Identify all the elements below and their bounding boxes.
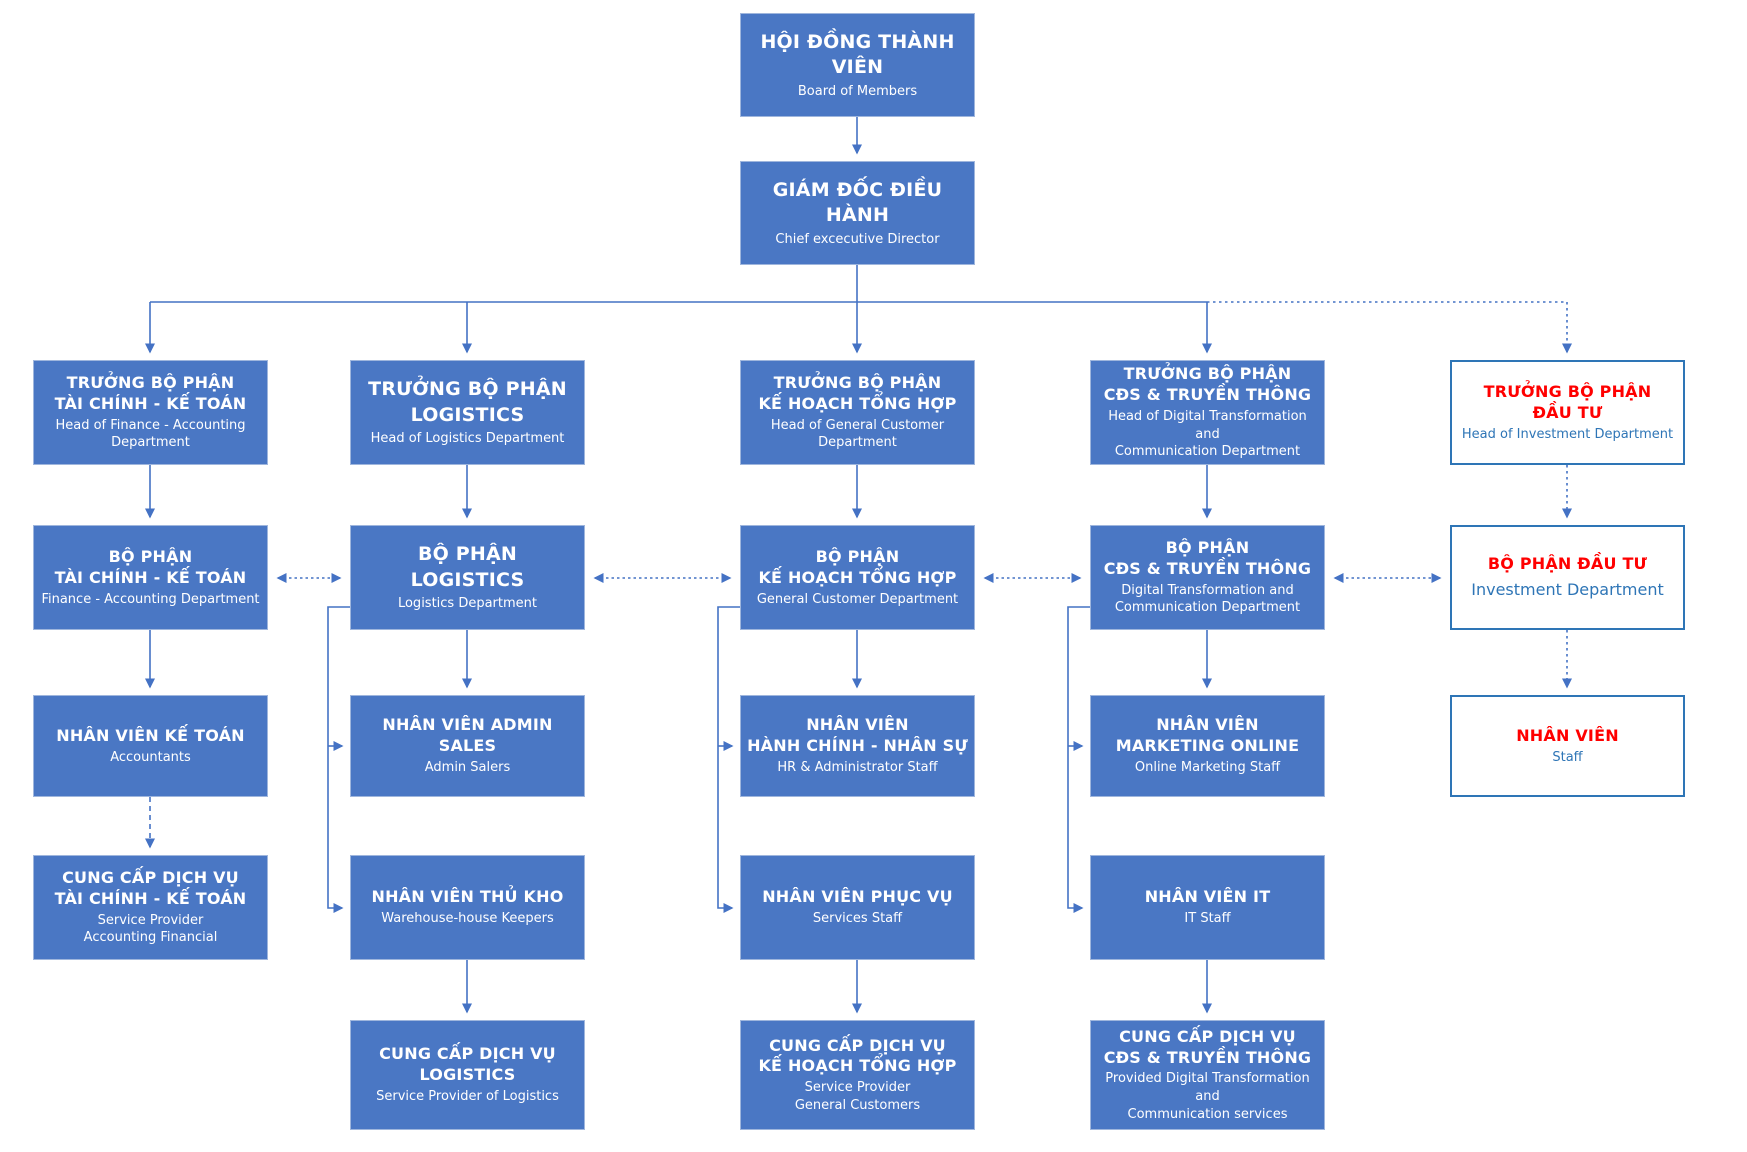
node-title: TRƯỞNG BỘ PHẬN ĐẦU TƯ (1483, 381, 1652, 422)
node-title: NHÂN VIÊN ADMIN SALES (382, 715, 553, 756)
node-subtitle: Board of Members (797, 83, 918, 99)
node-subtitle: Finance - Accounting Department (41, 591, 260, 607)
node-subtitle: Warehouse-house Keepers (381, 911, 554, 927)
node-title: NHÂN VIÊN MARKETING ONLINE (1115, 715, 1300, 756)
node-subtitle: Logistics Department (397, 596, 538, 612)
node-title: NHÂN VIÊN (1516, 725, 1619, 745)
node-title: CUNG CẤP DỊCH VỤ KẾ HOẠCH TỔNG HỢP (758, 1035, 957, 1076)
node-board-of-members: HỘI ĐỒNG THÀNH VIÊN Board of Members (740, 13, 975, 117)
node-title: TRƯỞNG BỘ PHẬN KẾ HOẠCH TỔNG HỢP (758, 373, 957, 413)
node-dept-investment: BỘ PHẬN ĐẦU TƯ Investment Department (1450, 525, 1685, 630)
node-subtitle: Services Staff (812, 911, 903, 927)
node-dept-digital: BỘ PHẬN CĐS & TRUYỀN THÔNG Digital Trans… (1090, 525, 1325, 630)
node-title: NHÂN VIÊN KẾ TOÁN (56, 725, 245, 745)
node-title: CUNG CẤP DỊCH VỤ TÀI CHÍNH - KẾ TOÁN (54, 868, 247, 908)
node-staff-it: NHÂN VIÊN IT IT Staff (1090, 855, 1325, 960)
node-subtitle: Provided Digital Transformation and Comm… (1105, 1071, 1310, 1122)
node-provider-logistics: CUNG CẤP DỊCH VỤ LOGISTICS Service Provi… (350, 1020, 585, 1130)
node-title: NHÂN VIÊN IT (1144, 887, 1271, 907)
node-staff-marketing-online: NHÂN VIÊN MARKETING ONLINE Online Market… (1090, 695, 1325, 797)
node-head-investment: TRƯỞNG BỘ PHẬN ĐẦU TƯ Head of Investment… (1450, 360, 1685, 465)
node-subtitle: Head of General Customer Department (770, 417, 945, 451)
node-title: NHÂN VIÊN PHỤC VỤ (762, 887, 953, 907)
node-subtitle: Head of Finance - Accounting Department (55, 417, 246, 451)
node-title: BỘ PHẬN CĐS & TRUYỀN THÔNG (1103, 538, 1312, 578)
node-subtitle: Head of Digital Transformation and Commu… (1108, 408, 1307, 460)
node-title: CUNG CẤP DỊCH VỤ LOGISTICS (379, 1044, 556, 1085)
bracket-logistics (327, 606, 350, 913)
node-staff-accountants: NHÂN VIÊN KẾ TOÁN Accountants (33, 695, 268, 797)
node-provider-planning: CUNG CẤP DỊCH VỤ KẾ HOẠCH TỔNG HỢP Servi… (740, 1020, 975, 1130)
node-subtitle: General Customer Department (756, 591, 959, 607)
node-subtitle: Digital Transformation and Communication… (1114, 582, 1301, 616)
node-head-logistics: TRƯỞNG BỘ PHẬN LOGISTICS Head of Logisti… (350, 360, 585, 465)
node-subtitle: Service Provider General Customers (794, 1080, 921, 1113)
node-staff-investment: NHÂN VIÊN Staff (1450, 695, 1685, 797)
node-title: TRƯỞNG BỘ PHẬN CĐS & TRUYỀN THÔNG (1103, 364, 1312, 405)
node-subtitle: Staff (1552, 749, 1583, 765)
node-title: BỘ PHẬN ĐẦU TƯ (1487, 554, 1648, 574)
node-dept-planning: BỘ PHẬN KẾ HOẠCH TỔNG HỢP General Custom… (740, 525, 975, 630)
node-provider-digital: CUNG CẤP DỊCH VỤ CĐS & TRUYỀN THÔNG Prov… (1090, 1020, 1325, 1130)
node-subtitle: Service Provider Accounting Financial (83, 912, 218, 946)
node-head-digital: TRƯỞNG BỘ PHẬN CĐS & TRUYỀN THÔNG Head o… (1090, 360, 1325, 465)
node-staff-hr-admin: NHÂN VIÊN HÀNH CHÍNH - NHÂN SỰ HR & Admi… (740, 695, 975, 797)
node-title: BỘ PHẬN TÀI CHÍNH - KẾ TOÁN (54, 546, 247, 587)
node-title: HỘI ĐỒNG THÀNH VIÊN (760, 30, 955, 79)
bracket-digital (1067, 606, 1090, 913)
node-title: BỘ PHẬN LOGISTICS (410, 543, 525, 591)
node-subtitle: Investment Department (1471, 580, 1664, 600)
node-title: BỘ PHẬN KẾ HOẠCH TỔNG HỢP (758, 546, 957, 587)
node-title: GIÁM ĐỐC ĐIỀU HÀNH (772, 178, 943, 227)
node-dept-logistics: BỘ PHẬN LOGISTICS Logistics Department (350, 525, 585, 630)
node-staff-warehouse-keepers: NHÂN VIÊN THỦ KHO Warehouse-house Keeper… (350, 855, 585, 960)
node-dept-finance: BỘ PHẬN TÀI CHÍNH - KẾ TOÁN Finance - Ac… (33, 525, 268, 630)
node-head-finance: TRƯỞNG BỘ PHẬN TÀI CHÍNH - KẾ TOÁN Head … (33, 360, 268, 465)
node-subtitle: HR & Administrator Staff (777, 760, 938, 776)
node-subtitle: Head of Logistics Department (370, 431, 565, 447)
node-title: NHÂN VIÊN HÀNH CHÍNH - NHÂN SỰ (747, 715, 968, 756)
node-provider-finance: CUNG CẤP DỊCH VỤ TÀI CHÍNH - KẾ TOÁN Ser… (33, 855, 268, 960)
node-subtitle: Chief excecutive Director (775, 231, 940, 247)
node-staff-services: NHÂN VIÊN PHỤC VỤ Services Staff (740, 855, 975, 960)
node-subtitle: Online Marketing Staff (1134, 760, 1281, 776)
node-title: TRƯỞNG BỘ PHẬN LOGISTICS (368, 378, 567, 426)
node-title: NHÂN VIÊN THỦ KHO (371, 887, 564, 907)
node-head-planning: TRƯỞNG BỘ PHẬN KẾ HOẠCH TỔNG HỢP Head of… (740, 360, 975, 465)
node-subtitle: Service Provider of Logistics (376, 1089, 559, 1105)
node-subtitle: Accountants (110, 749, 191, 765)
node-subtitle: Head of Investment Department (1461, 426, 1674, 442)
node-chief-executive-director: GIÁM ĐỐC ĐIỀU HÀNH Chief excecutive Dire… (740, 161, 975, 265)
node-staff-admin-sales: NHÂN VIÊN ADMIN SALES Admin Salers (350, 695, 585, 797)
node-title: CUNG CẤP DỊCH VỤ CĐS & TRUYỀN THÔNG (1103, 1026, 1312, 1067)
node-subtitle: IT Staff (1184, 911, 1231, 927)
node-title: TRƯỞNG BỘ PHẬN TÀI CHÍNH - KẾ TOÁN (54, 373, 247, 413)
bracket-planning (717, 606, 740, 913)
node-subtitle: Admin Salers (424, 760, 511, 776)
